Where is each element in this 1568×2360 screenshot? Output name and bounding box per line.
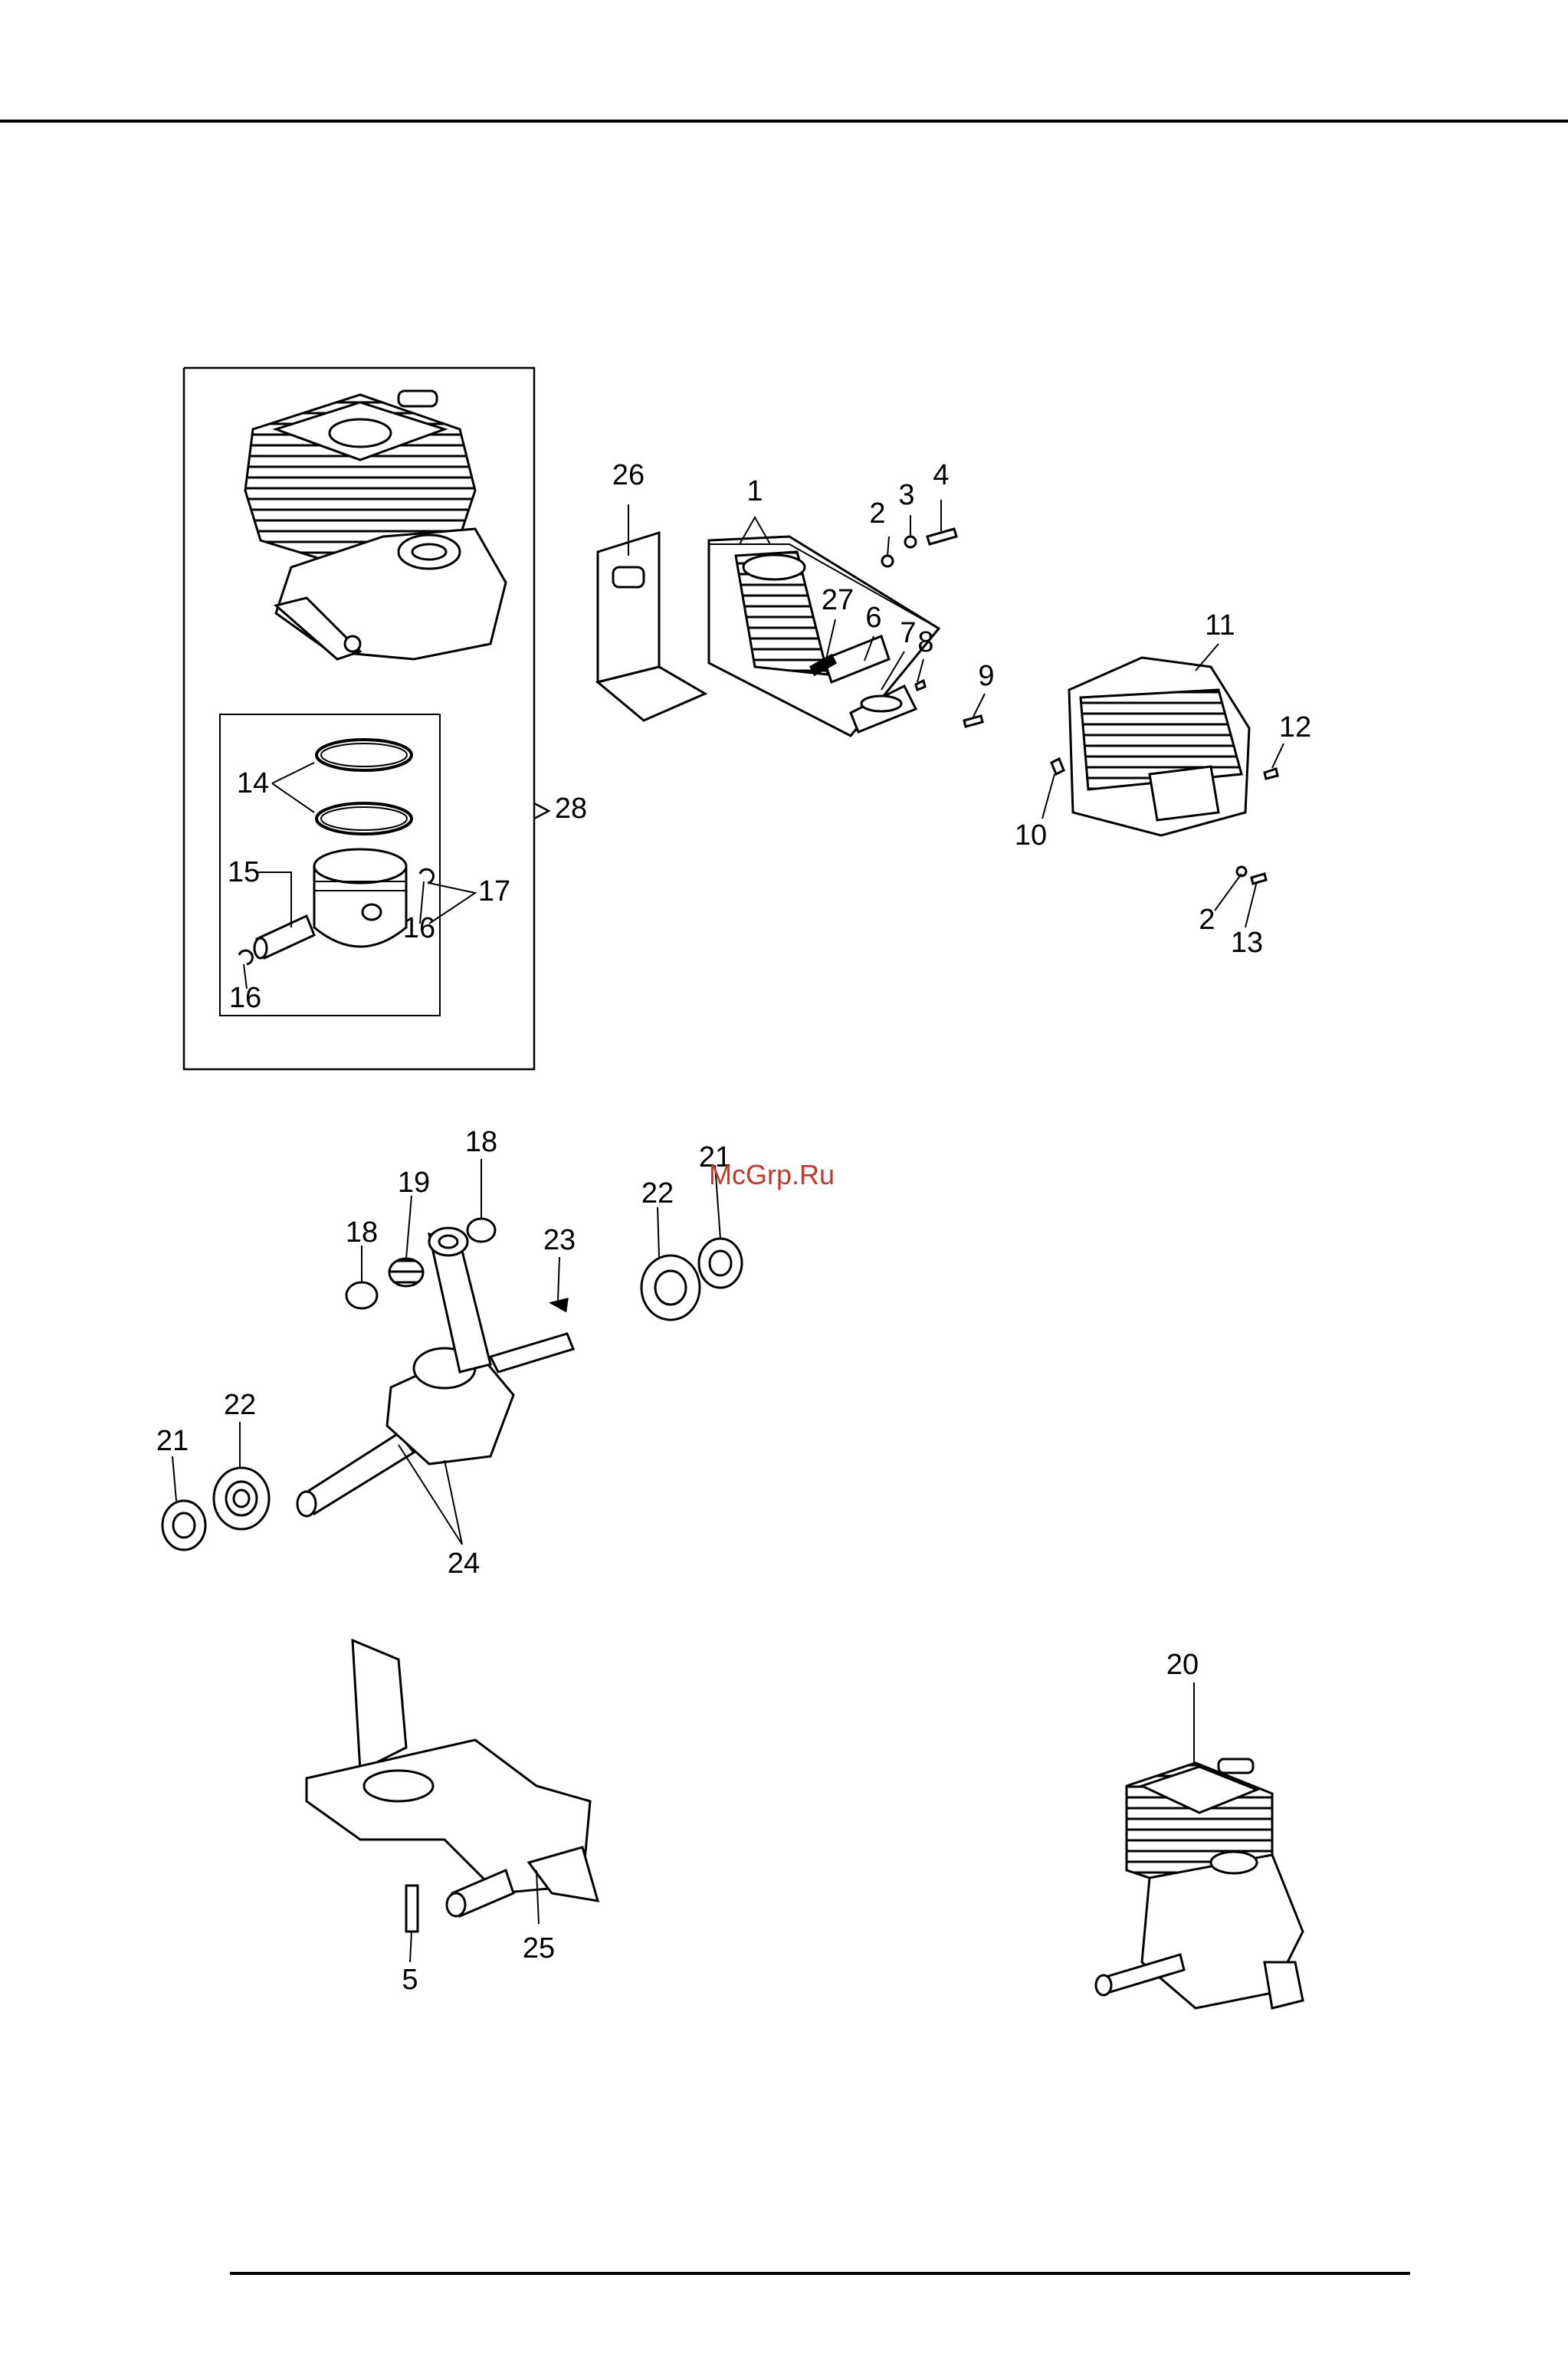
callout-18-upper: 18 — [465, 1127, 497, 1157]
callout-11: 11 — [1205, 611, 1235, 640]
callout-23: 23 — [543, 1226, 576, 1255]
callout-3: 3 — [898, 481, 914, 510]
bearing-seal-right-drawing — [641, 1239, 742, 1320]
callout-20: 20 — [1166, 1650, 1199, 1679]
callout-26: 26 — [612, 461, 645, 490]
callout-27: 27 — [822, 586, 854, 615]
callout-13: 13 — [1231, 928, 1263, 957]
callout-10: 10 — [1015, 821, 1047, 850]
callout-1: 1 — [746, 477, 763, 506]
callout-14: 14 — [237, 769, 269, 798]
callout-15: 15 — [228, 858, 260, 887]
bearing-seal-left-drawing — [162, 1468, 269, 1550]
piston-rings-drawing — [317, 740, 412, 834]
callout-18-lower: 18 — [346, 1218, 378, 1247]
callout-12: 12 — [1279, 713, 1311, 742]
callout-5: 5 — [402, 1965, 418, 1994]
cylinder-cover-drawing — [1069, 658, 1249, 835]
crankshaft-drawing — [297, 1228, 573, 1516]
callout-2: 2 — [869, 499, 885, 528]
watermark: McGrp.Ru — [709, 1159, 835, 1191]
piston-pin-drawing — [254, 916, 314, 958]
callout-2-lower: 2 — [1199, 905, 1215, 934]
piston-drawing — [314, 849, 406, 947]
callout-25: 25 — [523, 1934, 555, 1963]
callout-6: 6 — [865, 603, 881, 632]
callout-22-right: 22 — [641, 1179, 674, 1208]
callout-8: 8 — [917, 628, 933, 657]
cylinder-drawing — [245, 391, 506, 659]
callout-22-left: 22 — [224, 1390, 256, 1420]
callout-24: 24 — [448, 1549, 480, 1578]
callout-17: 17 — [478, 877, 510, 906]
callout-9: 9 — [978, 661, 994, 691]
callout-4: 4 — [933, 461, 949, 490]
callout-21-left: 21 — [156, 1426, 189, 1456]
callout-7: 7 — [900, 619, 916, 648]
callout-16-right: 16 — [403, 914, 435, 943]
heat-shield-drawing — [598, 533, 705, 720]
callout-28: 28 — [555, 794, 587, 823]
crankcase-drawing — [307, 1640, 598, 1932]
engine-assembly-drawing — [1096, 1759, 1303, 2008]
callout-19: 19 — [398, 1168, 430, 1197]
callout-16-left: 16 — [229, 983, 261, 1013]
